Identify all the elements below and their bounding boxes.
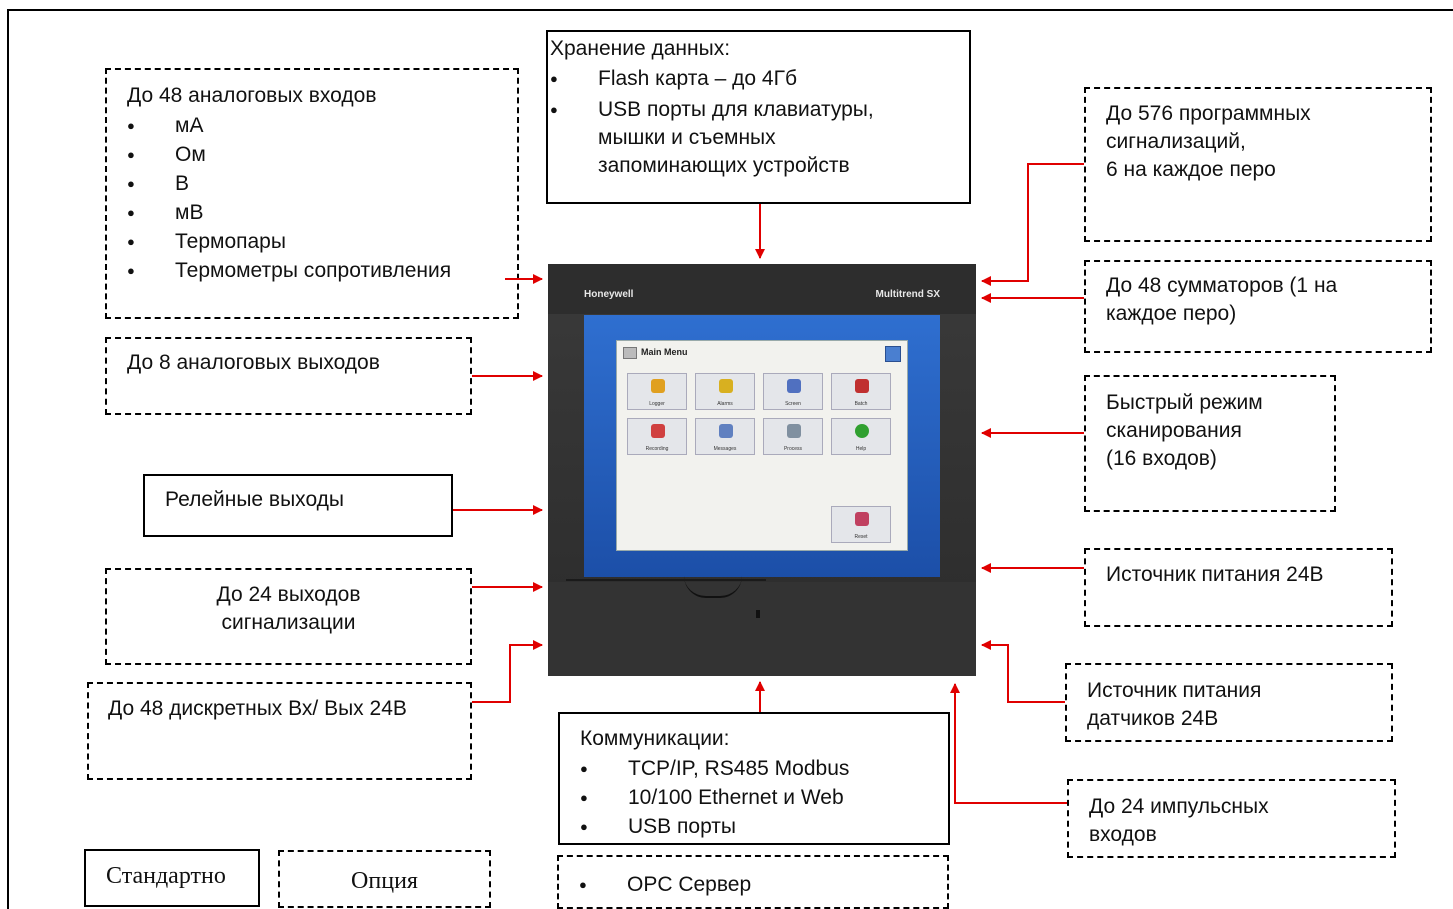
legend-option: Опция <box>278 850 491 908</box>
help-icon[interactable] <box>885 346 901 362</box>
recorder-device: Honeywell Multitrend SX Main Menu Logger… <box>548 264 976 676</box>
menu-tile-process[interactable]: Process <box>763 418 823 455</box>
info-icon <box>855 424 869 438</box>
menu-tile-reset[interactable]: Reset <box>831 506 891 543</box>
menu-tile-help[interactable]: Help <box>831 418 891 455</box>
analog-inputs-title: До 48 аналоговых входов <box>127 84 377 107</box>
analog-inputs-box: До 48 аналоговых входов мА Ом В мВ Термо… <box>105 68 519 319</box>
opc-box: OPC Сервер <box>557 855 949 909</box>
storage-title: Хранение данных: <box>550 37 731 60</box>
door-handle[interactable] <box>684 576 742 598</box>
communications-item: TCP/IP, RS485 Modbus <box>580 754 948 783</box>
brand-logo: Honeywell <box>584 289 634 300</box>
device-door <box>548 579 976 676</box>
communications-item: USB порты <box>580 812 948 841</box>
analog-input-item: мВ <box>127 198 517 227</box>
storage-box: Хранение данных: Flash карта – до 4Гб US… <box>546 30 971 204</box>
menu-tile-logger[interactable]: Logger <box>627 373 687 410</box>
analog-outputs-box: До 8 аналоговых выходов <box>105 337 472 415</box>
menu-tile-batch[interactable]: Batch <box>831 373 891 410</box>
arrow-sensor-power <box>981 640 1065 703</box>
messages-icon <box>719 424 733 438</box>
power-supply-box: Источник питания 24В <box>1084 548 1393 627</box>
recording-icon <box>651 424 665 438</box>
communications-box: Коммуникации: TCP/IP, RS485 Modbus 10/10… <box>558 712 950 845</box>
sensor-power-box: Источник питания датчиков 24В <box>1065 663 1393 742</box>
storage-item: USB порты для клавиатуры, мышки и съемны… <box>550 96 969 180</box>
relay-outputs-box: Релейные выходы <box>143 474 453 537</box>
device-screen[interactable]: Main Menu Logger Alarms Screen Batch Rec… <box>584 315 940 577</box>
communications-title: Коммуникации: <box>580 727 730 750</box>
logger-icon <box>651 379 665 393</box>
legend-standard: Стандартно <box>84 849 260 907</box>
opc-item: OPC Сервер <box>579 870 947 899</box>
communications-item: 10/100 Ethernet и Web <box>580 783 948 812</box>
menu-tile-screen[interactable]: Screen <box>763 373 823 410</box>
arrow-discrete-io <box>472 640 543 703</box>
alarm-bell-icon <box>719 379 733 393</box>
program-alarms-box: До 576 программных сигнализаций, 6 на ка… <box>1084 87 1432 242</box>
analog-input-item: Термометры сопротивления <box>127 256 517 285</box>
batch-icon <box>855 379 869 393</box>
screen-icon <box>787 379 801 393</box>
analog-input-item: Термопары <box>127 227 517 256</box>
model-label: Multitrend SX <box>875 289 940 300</box>
fast-scan-box: Быстрый режим сканирования (16 входов) <box>1084 375 1336 512</box>
process-icon <box>787 424 801 438</box>
menu-tile-recording[interactable]: Recording <box>627 418 687 455</box>
door-latch <box>756 610 760 618</box>
arrow-program-alarms <box>981 163 1084 286</box>
slot-line <box>566 579 766 581</box>
arrow-pulse-inputs <box>950 683 1067 804</box>
pulse-inputs-box: До 24 импульсных входов <box>1067 779 1396 858</box>
storage-item: Flash карта – до 4Гб <box>550 64 969 93</box>
totalizers-box: До 48 сумматоров (1 на каждое перо) <box>1084 260 1432 353</box>
discrete-io-box: До 48 дискретных Вх/ Вых 24В <box>87 682 472 780</box>
device-header: Honeywell Multitrend SX <box>548 264 976 314</box>
diagram-frame <box>7 9 1453 909</box>
menu-title: Main Menu <box>641 347 688 357</box>
alarm-outputs-box: До 24 выходов сигнализации <box>105 568 472 665</box>
analog-input-item: мА <box>127 111 517 140</box>
analog-input-item: Ом <box>127 140 517 169</box>
menu-tile-messages[interactable]: Messages <box>695 418 755 455</box>
menu-icon <box>623 347 637 359</box>
reset-icon <box>855 512 869 526</box>
analog-input-item: В <box>127 169 517 198</box>
main-menu-window: Main Menu Logger Alarms Screen Batch Rec… <box>616 340 908 551</box>
menu-tile-alarms[interactable]: Alarms <box>695 373 755 410</box>
